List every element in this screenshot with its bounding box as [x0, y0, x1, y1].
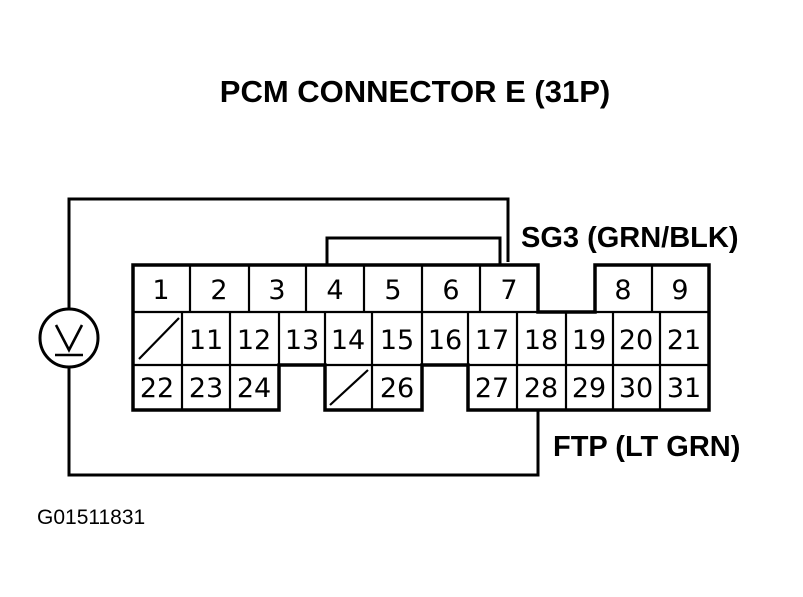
diagram-title: PCM CONNECTOR E (31P)	[220, 74, 610, 109]
pin-15: 15	[380, 325, 414, 356]
pin-22: 22	[140, 373, 174, 404]
figure-code: G01511831	[37, 506, 145, 529]
pin-2: 2	[210, 275, 227, 306]
pin-numbers: 1 2 3 4 5 6 7 8 9 11 12 13 14 15 16 17 1…	[140, 275, 701, 404]
pin-9: 9	[671, 275, 688, 306]
pin-8: 8	[614, 275, 631, 306]
unused-cavity-25	[329, 369, 369, 406]
pin-20: 20	[619, 325, 653, 356]
cell-grid	[133, 265, 709, 410]
voltmeter-wiring	[67, 197, 540, 477]
pin-4: 4	[326, 275, 343, 306]
pin-18: 18	[524, 325, 558, 356]
pin-1: 1	[152, 275, 169, 306]
unused-cavity-10	[138, 317, 180, 360]
pin-16: 16	[428, 325, 462, 356]
voltmeter-lead-top	[67, 197, 510, 311]
pin-14: 14	[331, 325, 365, 356]
pin-6: 6	[442, 275, 459, 306]
pin-24: 24	[237, 373, 271, 404]
pin-11: 11	[189, 325, 223, 356]
pin-12: 12	[237, 325, 271, 356]
pin-17: 17	[475, 325, 509, 356]
ftp-wire-label: FTP (LT GRN)	[553, 431, 740, 463]
pin-13: 13	[285, 325, 319, 356]
pin-3: 3	[268, 275, 285, 306]
pin-7: 7	[500, 275, 517, 306]
pin-31: 31	[667, 373, 701, 404]
sg3-wire-label: SG3 (GRN/BLK)	[521, 222, 739, 254]
pin-28: 28	[524, 373, 558, 404]
pin-23: 23	[189, 373, 223, 404]
pin-29: 29	[572, 373, 606, 404]
pin-5: 5	[384, 275, 401, 306]
voltmeter-icon	[38, 307, 100, 369]
pin-30: 30	[619, 373, 653, 404]
pin-19: 19	[572, 325, 606, 356]
connector-body	[131, 263, 711, 412]
jumper-wire	[325, 236, 502, 265]
pin-26: 26	[380, 373, 414, 404]
pin-27: 27	[475, 373, 509, 404]
pin-21: 21	[667, 325, 701, 356]
voltmeter-lead-bottom	[67, 366, 540, 477]
